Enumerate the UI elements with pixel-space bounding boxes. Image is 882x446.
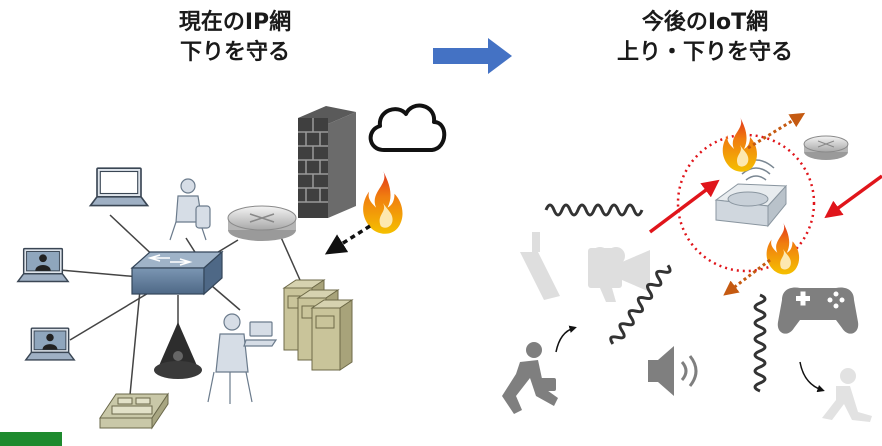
cloud-icon <box>368 103 447 152</box>
user-icon <box>169 178 211 241</box>
right-arrow-icon <box>433 38 512 74</box>
laptop-icon <box>89 167 149 207</box>
coil-link <box>544 203 644 217</box>
user-icon <box>207 313 278 404</box>
flame-icon <box>766 222 800 275</box>
conference-phone-icon <box>154 322 202 379</box>
laptop-icon <box>25 327 75 361</box>
server-icon <box>282 279 354 371</box>
iot-hub-icon <box>714 159 788 228</box>
inbound-threat-arrow <box>824 174 882 219</box>
video-camera-icon <box>588 247 650 302</box>
gamepad-icon <box>777 287 859 334</box>
switch-icon <box>130 250 224 296</box>
phone-icon <box>99 392 169 430</box>
outbound-threat-arrow <box>747 112 806 150</box>
motion-arrow <box>799 361 825 393</box>
coil-link <box>753 293 767 393</box>
runner-icon <box>822 368 872 422</box>
future-iot-network-title-line1: 今後のIoT網 <box>641 10 769 35</box>
flame-icon <box>722 117 757 172</box>
current-ip-network-title-line2: 下りを守る <box>179 40 290 65</box>
motion-arrow <box>555 325 577 353</box>
future-iot-network-title: 今後のIoT網 上り・下りを守る <box>570 8 840 68</box>
laptop-icon <box>17 247 69 283</box>
outbound-threat-arrow <box>723 258 771 296</box>
threat-arrow <box>324 224 371 255</box>
router-icon <box>803 135 849 160</box>
runner-icon <box>502 342 558 414</box>
router-icon <box>227 205 297 241</box>
corner-tab <box>0 432 62 446</box>
firewall-icon <box>298 106 356 218</box>
current-ip-network-title: 現在のIP網 下りを守る <box>130 8 340 68</box>
flame-icon <box>363 170 403 234</box>
mobile-phone-icon <box>520 232 560 300</box>
future-iot-network-title-line2: 上り・下りを守る <box>616 40 793 65</box>
inbound-threat-arrow <box>648 179 720 234</box>
speaker-icon <box>648 346 698 396</box>
current-ip-network-title-line1: 現在のIP網 <box>178 10 292 35</box>
